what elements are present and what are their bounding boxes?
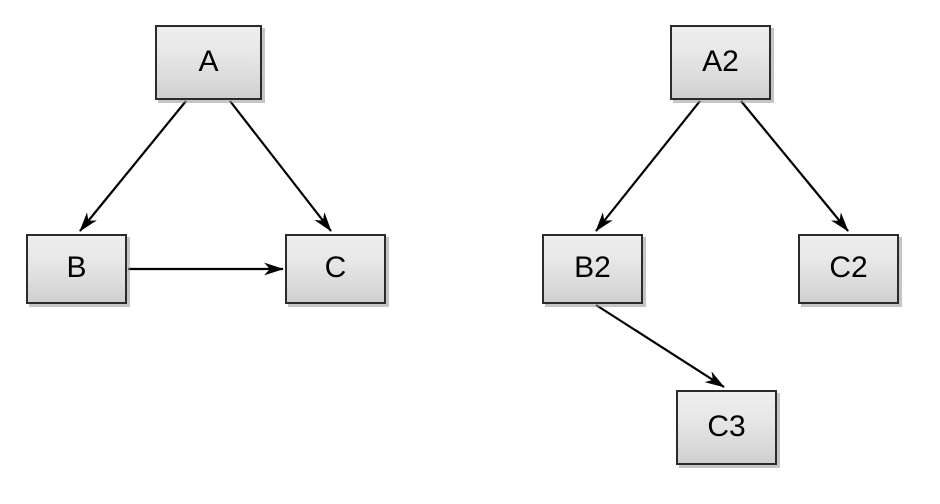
node-c3-label: C3 bbox=[707, 409, 746, 443]
node-b[interactable]: B bbox=[26, 234, 127, 304]
node-a-label: A bbox=[198, 44, 219, 78]
edge-a2-b2 bbox=[595, 100, 701, 232]
node-a2-label: A2 bbox=[702, 44, 739, 78]
node-c-label: C bbox=[324, 251, 347, 284]
node-a[interactable]: A bbox=[155, 25, 262, 100]
node-b-label: B bbox=[66, 251, 87, 284]
edge-a2-c2 bbox=[740, 100, 849, 232]
node-c[interactable]: C bbox=[285, 234, 386, 304]
edge-a-c bbox=[229, 100, 332, 232]
node-c3[interactable]: C3 bbox=[676, 390, 777, 465]
edges-group bbox=[79, 100, 849, 388]
edge-a-b bbox=[79, 100, 187, 232]
node-c2-label: C2 bbox=[829, 251, 868, 284]
edge-b2-c3 bbox=[595, 304, 725, 388]
node-a2[interactable]: A2 bbox=[670, 25, 771, 100]
node-b2-label: B2 bbox=[574, 251, 611, 284]
node-c2[interactable]: C2 bbox=[798, 234, 899, 304]
node-b2[interactable]: B2 bbox=[542, 234, 643, 304]
